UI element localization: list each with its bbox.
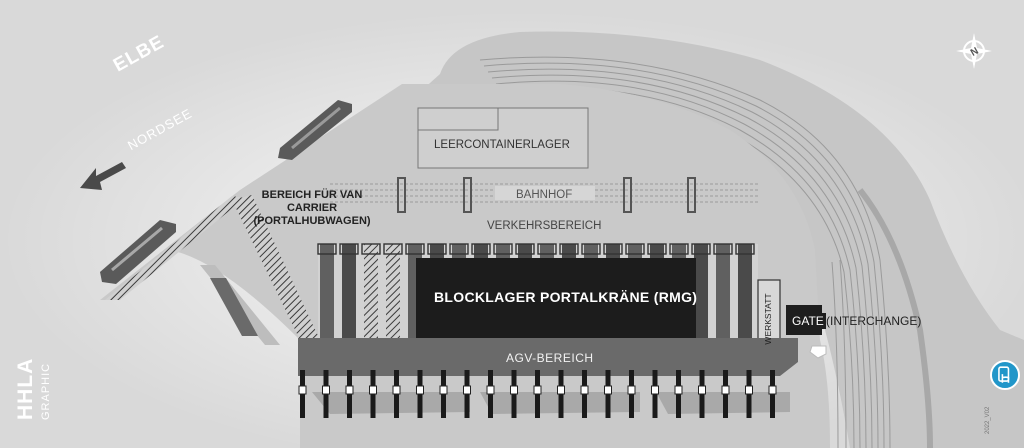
rmg-crane <box>713 243 733 255</box>
interchange-label: (INTERCHANGE) <box>826 314 922 328</box>
storage-row <box>386 244 400 340</box>
quay-crane-head <box>345 385 354 395</box>
quay-crane-head <box>768 385 777 395</box>
quay-crane-head <box>557 385 565 395</box>
rmg-crane <box>515 243 535 255</box>
storage-row <box>342 244 356 340</box>
traffic-area-label: VERKEHRSBEREICH <box>487 220 602 232</box>
storage-row <box>320 244 334 340</box>
quay-crane-head <box>416 385 424 395</box>
quay-crane-head <box>651 385 659 395</box>
quay-crane-head <box>392 385 401 395</box>
storage-row <box>716 244 730 340</box>
rmg-crane <box>339 243 359 255</box>
quay-crane-head <box>510 385 518 395</box>
rmg-crane <box>471 243 491 255</box>
quay-crane-head <box>721 385 730 395</box>
rail-station-label: BAHNHOF <box>516 189 573 201</box>
help-touch-icon <box>998 366 1010 383</box>
quay-cranes <box>298 370 777 418</box>
station-box <box>495 186 595 200</box>
svg-text:N: N <box>969 46 981 59</box>
rmg-crane <box>405 243 425 255</box>
van-carrier-area-label: BEREICH FÜR VAN CARRIER (PORTALHUBWAGEN) <box>253 189 371 227</box>
quay-crane-head <box>298 385 307 395</box>
rmg-crane <box>559 243 579 255</box>
quay-crane-head <box>745 385 753 395</box>
northern-peninsula <box>420 31 1024 448</box>
block-storage-center <box>416 258 696 340</box>
empty-container-depot-label: LEERCONTAINERLAGER <box>434 139 570 151</box>
quay-crane-head <box>322 385 330 395</box>
gate-label: GATE <box>790 313 826 329</box>
rmg-crane <box>603 243 623 255</box>
rmg-crane <box>691 243 711 255</box>
station-cranes <box>397 177 696 213</box>
quay-crane-head <box>580 385 589 395</box>
workshop-label: WERKSTATT <box>763 293 773 345</box>
quay-crane-head <box>627 385 636 395</box>
arrow-nordsee-icon <box>80 162 126 190</box>
storage-row <box>364 244 378 340</box>
rmg-crane <box>427 243 447 255</box>
agv-area <box>298 338 798 376</box>
rmg-crane <box>493 243 513 255</box>
rmg-crane <box>625 243 645 255</box>
quay-crane-head <box>486 385 495 395</box>
ship-pier <box>210 278 258 336</box>
quay-crane-head <box>674 385 683 395</box>
storage-row <box>694 244 708 340</box>
quay-wall <box>105 195 320 340</box>
rmg-crane <box>647 243 667 255</box>
hhla-logo-subtext: GRAPHIC <box>40 362 52 420</box>
rmg-crane <box>669 243 689 255</box>
rmg-crane <box>383 243 403 255</box>
quay-berth-ships <box>312 392 790 414</box>
ships <box>100 100 352 336</box>
quay-crane-head <box>463 385 471 395</box>
storage-row <box>738 244 752 340</box>
compass-north-icon: N <box>956 33 992 69</box>
rail-tracks <box>479 56 891 448</box>
interchange-icon <box>809 345 827 359</box>
outer-quay-edge <box>857 188 933 448</box>
rmg-crane <box>317 243 337 255</box>
block-storage-label: BLOCKLAGER PORTALKRÄNE (RMG) <box>434 289 698 305</box>
graphic-code: 2022_V02 <box>985 406 991 434</box>
rmg-crane <box>537 243 557 255</box>
rmg-crane <box>735 243 755 255</box>
hhla-logo: HHLA <box>14 357 37 420</box>
quay-crane-head <box>439 385 448 395</box>
agv-area-label: AGV-BEREICH <box>506 351 594 365</box>
rmg-crane <box>449 243 469 255</box>
rmg-crane <box>581 243 601 255</box>
quay-crane-head <box>604 385 612 395</box>
quay-crane-head <box>698 385 706 395</box>
ship-mid <box>100 220 176 284</box>
rmg-crane <box>361 243 381 255</box>
quay-crane-head <box>369 385 377 395</box>
empty-container-depot <box>417 107 589 169</box>
help-touch-button[interactable] <box>990 360 1020 390</box>
quay-crane-head <box>533 385 542 395</box>
